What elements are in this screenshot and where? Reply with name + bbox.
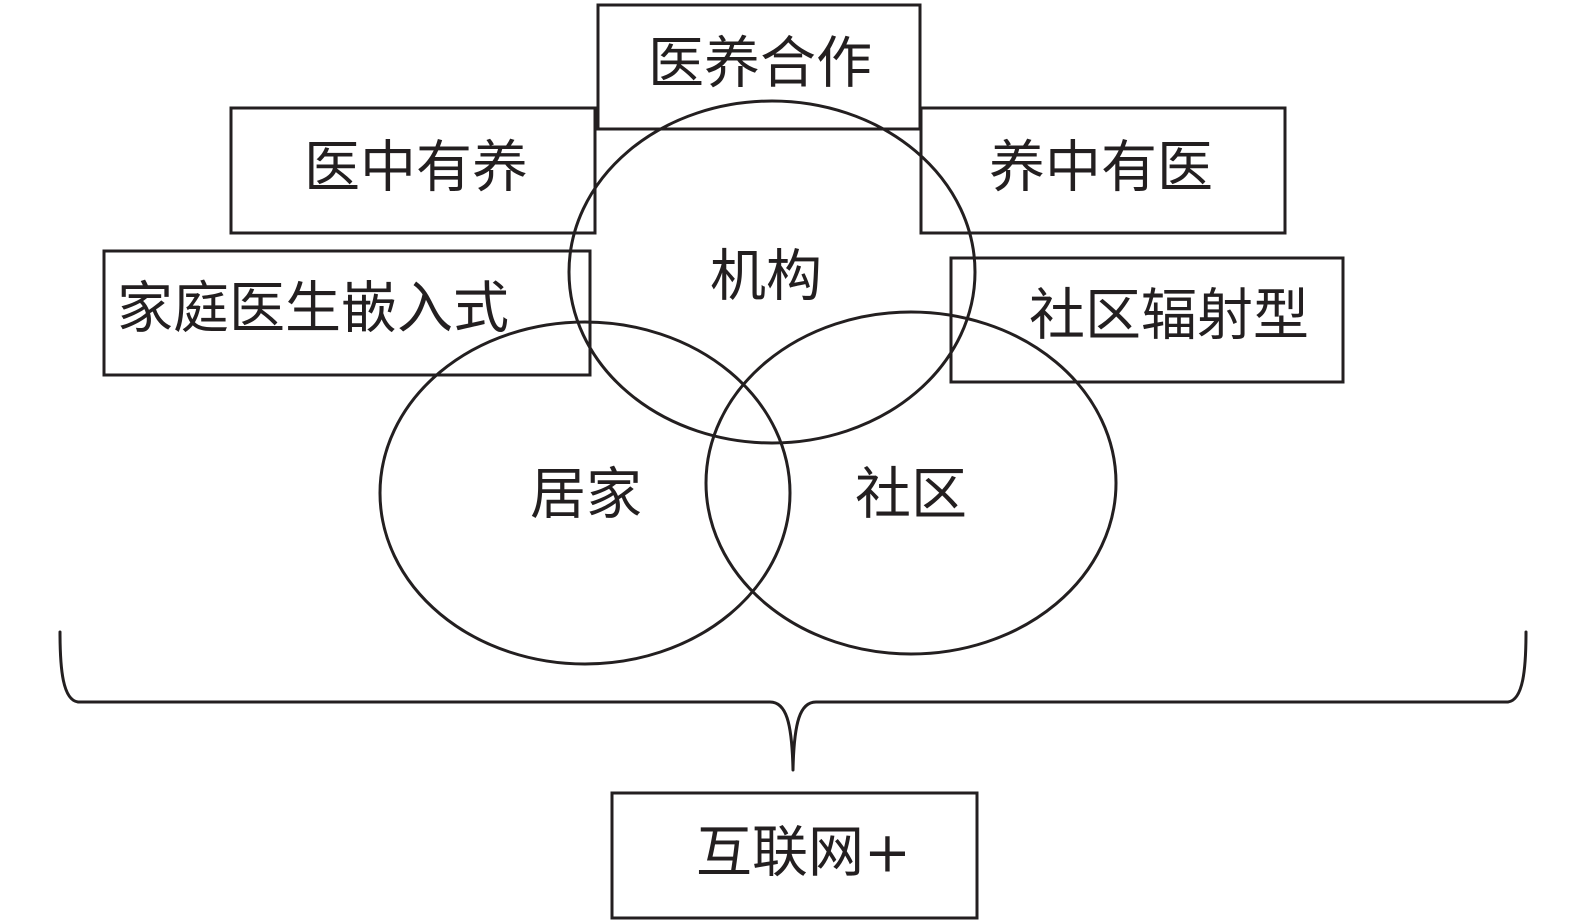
circle-institution-label: 机构 xyxy=(710,245,822,310)
circle-community-label: 社区 xyxy=(855,463,967,528)
box-upper-right xyxy=(919,106,1287,235)
box-bottom xyxy=(610,791,979,920)
box-middle-left-label: 家庭医生嵌入式 xyxy=(117,277,509,342)
circle-institution xyxy=(567,99,977,445)
box-top-label: 医养合作 xyxy=(648,32,872,97)
box-upper-left xyxy=(229,106,597,235)
circle-home-label: 居家 xyxy=(530,463,642,528)
curly-brace xyxy=(58,630,1528,772)
box-upper-right-label: 养中有医 xyxy=(989,136,1213,201)
box-middle-right-label: 社区辐射型 xyxy=(1029,284,1309,349)
circle-home xyxy=(378,320,792,666)
box-middle-left xyxy=(102,249,592,377)
box-middle-right xyxy=(949,256,1345,384)
box-upper-left-label: 医中有养 xyxy=(304,136,528,201)
box-bottom-label: 互联网+ xyxy=(696,821,911,886)
circle-community xyxy=(704,310,1118,656)
box-top xyxy=(596,3,922,131)
